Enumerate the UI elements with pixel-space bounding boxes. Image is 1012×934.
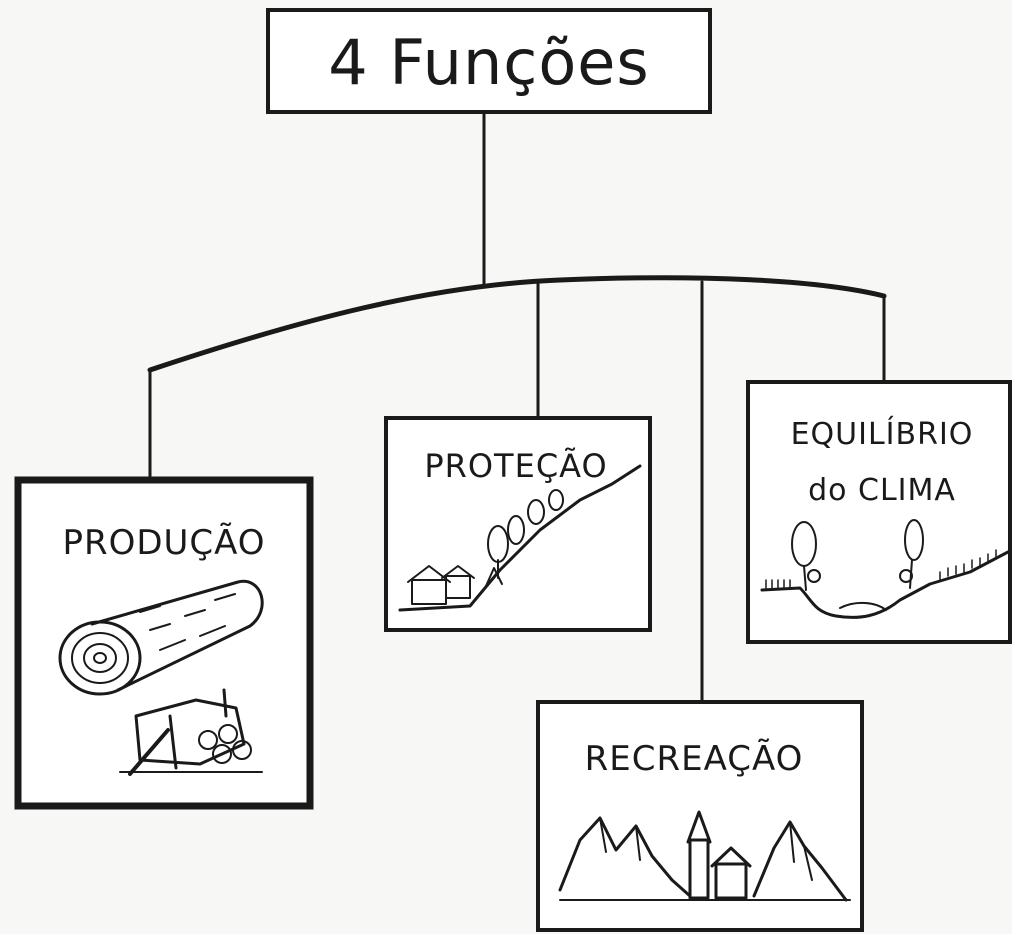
- label-equilibrio-line1: EQUILÍBRIO: [791, 416, 974, 452]
- box-protecao: PROTEÇÃO: [384, 416, 652, 632]
- box-producao: PRODUÇÃO: [14, 476, 314, 810]
- box-equilibrio-frame: [746, 380, 1012, 644]
- mountain-village-icon: [558, 810, 851, 902]
- box-recreacao: RECREAÇÃO: [536, 700, 864, 932]
- label-protecao: PROTEÇÃO: [424, 447, 607, 485]
- log-icon: [58, 579, 264, 776]
- box-protecao-frame: [384, 416, 652, 632]
- label-producao: PRODUÇÃO: [62, 523, 265, 563]
- hillside-icon: [398, 464, 642, 612]
- root-box: 4 Funções: [266, 8, 712, 114]
- label-equilibrio-line2: do CLIMA: [808, 473, 956, 508]
- valley-icon: [760, 519, 1010, 619]
- label-recreacao: RECREAÇÃO: [585, 739, 804, 779]
- connector-lines: [147, 110, 887, 704]
- branch-arc: [147, 275, 887, 373]
- root-title: 4 Funções: [328, 26, 649, 99]
- box-equilibrio: EQUILÍBRIO do CLIMA: [746, 380, 1012, 644]
- root-box-frame: [266, 8, 712, 114]
- box-producao-frame: [14, 476, 314, 810]
